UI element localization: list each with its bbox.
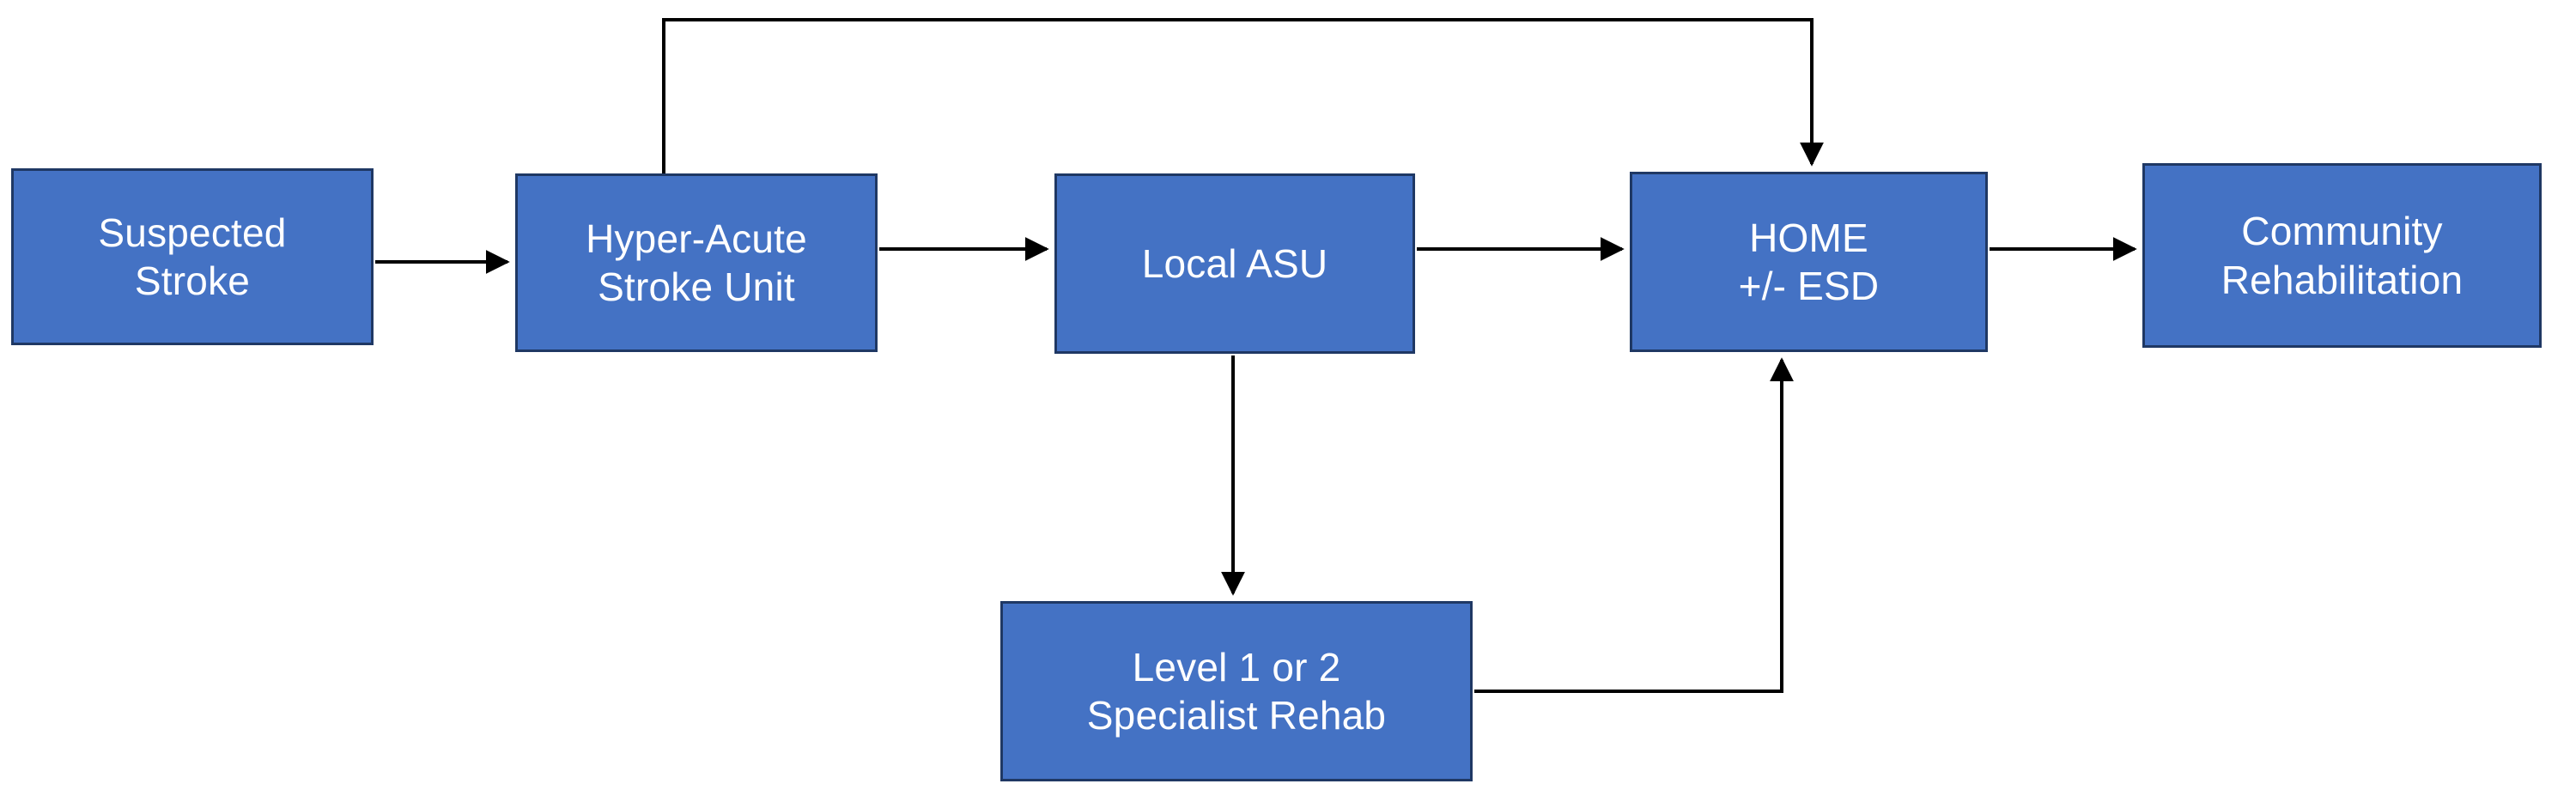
node-home-esd[interactable]: HOME +/- ESD xyxy=(1630,172,1988,352)
node-home-esd-label: HOME +/- ESD xyxy=(1738,215,1880,308)
node-suspected-stroke-label: Suspected Stroke xyxy=(98,210,287,303)
node-local-asu[interactable]: Local ASU xyxy=(1054,173,1415,354)
node-local-asu-label: Local ASU xyxy=(1141,240,1328,286)
node-specialist-rehab-label: Level 1 or 2 Specialist Rehab xyxy=(1086,644,1387,738)
edge-hasu-to-home-bypass xyxy=(662,18,1824,173)
node-suspected-stroke[interactable]: Suspected Stroke xyxy=(11,168,374,345)
node-community-rehabilitation-label: Community Rehabilitation xyxy=(2221,209,2464,302)
node-community-rehabilitation[interactable]: Community Rehabilitation xyxy=(2142,163,2542,348)
edge-specialist-rehab-to-home xyxy=(1474,357,1794,693)
node-hyper-acute-stroke-unit-label: Hyper-Acute Stroke Unit xyxy=(586,216,807,309)
node-specialist-rehab[interactable]: Level 1 or 2 Specialist Rehab xyxy=(1000,601,1473,781)
node-hyper-acute-stroke-unit[interactable]: Hyper-Acute Stroke Unit xyxy=(515,173,878,352)
